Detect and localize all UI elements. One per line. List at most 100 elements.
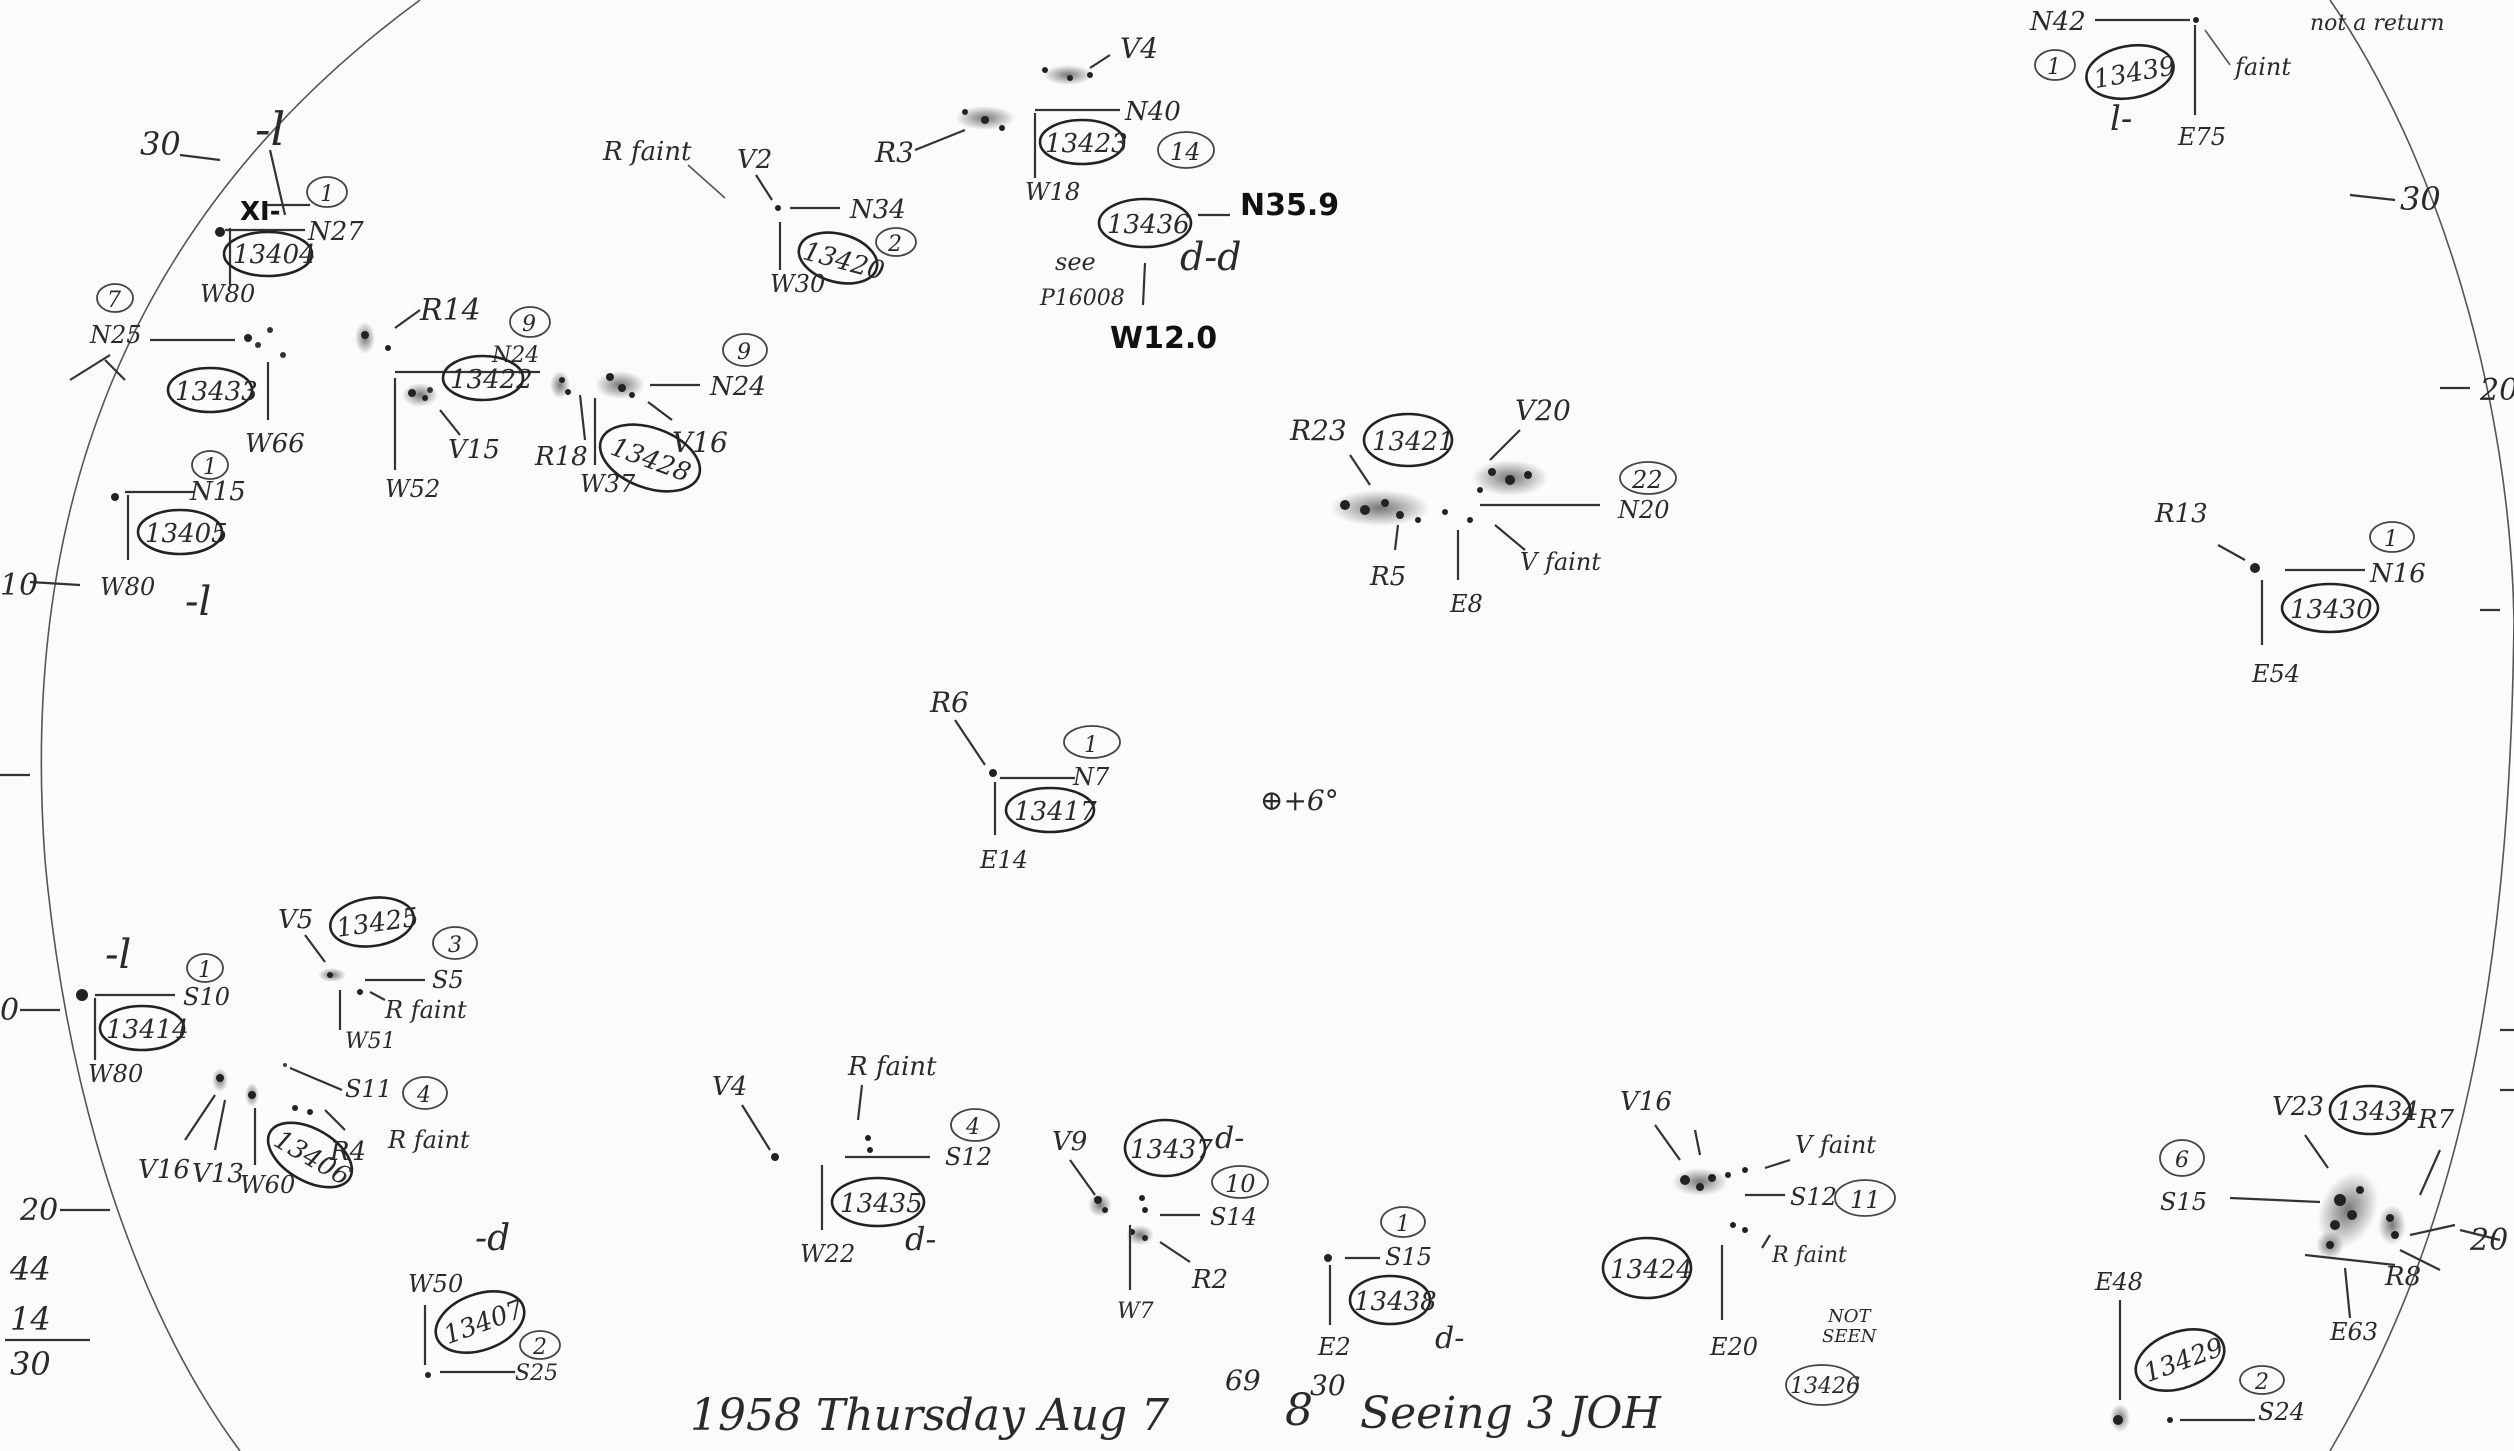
group-number: 13434 [2336, 1097, 2419, 1127]
v-label: V15 [448, 435, 500, 465]
group-number: 13405 [145, 519, 228, 549]
rim-label-e20-bottom: 20 [2469, 1223, 2508, 1258]
type-label: d- [1215, 1121, 1244, 1156]
group-13424: V16 V faint S12 11 R faint 13424 E20 [1601, 1087, 1896, 1361]
longitude: E14 [979, 846, 1028, 874]
rim-label-w0: 0 [0, 993, 19, 1028]
group-13430: R13 1 N16 13430 E54 [2154, 499, 2426, 688]
group-13428: 9 N24 R18 V16 13428 W37 [534, 333, 768, 498]
r-label: R23 [1289, 414, 1347, 447]
r-label: R faint [847, 1052, 937, 1082]
longitude: W12.0 [1110, 321, 1217, 356]
v-label: V9 [1052, 1127, 1087, 1157]
not-seen-2: SEEN [1822, 1326, 1878, 1347]
group-number: 13421 [1372, 427, 1455, 457]
longitude: W51 [345, 1029, 396, 1054]
v-label: V23 [2272, 1092, 2324, 1122]
longitude: W66 [245, 429, 305, 459]
group-number: 13438 [1354, 1287, 1437, 1317]
group-number: 13424 [1610, 1255, 1693, 1285]
note: faint [2233, 53, 2291, 81]
longitude: W80 [100, 573, 155, 601]
footer-date: 1958 Thursday Aug 7 [690, 1390, 1169, 1441]
group-13407: -d W50 13407 2 S25 [408, 1218, 561, 1386]
solar-limb-left [40, 0, 421, 1451]
latitude: S15 [1385, 1243, 1432, 1271]
group-13429: E48 13429 2 S24 [2094, 1268, 2305, 1432]
count: 2 [532, 1335, 547, 1360]
latitude: S12 [945, 1143, 992, 1171]
count: 2 [887, 232, 902, 257]
v-label: V16 [138, 1155, 190, 1185]
latitude: N24 [709, 372, 766, 402]
r2-label: R5 [1369, 562, 1406, 592]
v-label: V2 [737, 145, 772, 175]
latitude: N42 [2029, 7, 2086, 37]
longitude: W50 [408, 1270, 463, 1298]
group-number: 13430 [2290, 595, 2373, 625]
r-label: R faint [1771, 1243, 1847, 1268]
count: 10 [1225, 1170, 1256, 1198]
count: 1 [203, 455, 217, 480]
longitude: W7 [1117, 1299, 1154, 1324]
r-label: R faint [384, 996, 467, 1024]
r-label: R6 [929, 686, 969, 719]
count: 1 [1084, 733, 1098, 758]
v-label: V20 [1515, 394, 1571, 427]
longitude: W80 [88, 1060, 143, 1088]
group-number: 13425 [335, 903, 421, 944]
group-number: 13404 [233, 240, 316, 270]
group-13422: R14 9 N24 13422 V15 W52 [355, 293, 551, 503]
longitude: E54 [2251, 660, 2300, 688]
type-label: -l [255, 102, 285, 156]
footer-inscription: 1958 Thursday Aug 7 69 8 30 Seeing 3 JOH [690, 1364, 1662, 1441]
type-label: -l [185, 579, 211, 625]
r-label: R faint [602, 137, 692, 167]
not-seen-1: NOT [1827, 1306, 1873, 1327]
longitude: W18 [1025, 178, 1080, 206]
latitude: N25 [89, 321, 142, 349]
latitude: N7 [1072, 763, 1110, 791]
v-label: V16 [672, 426, 728, 459]
tally-b: 14 [10, 1300, 51, 1338]
group-13438: 1 S15 13438 d- E2 [1317, 1206, 1464, 1361]
group-13423: R3 V4 N40 13423 14 W18 [874, 32, 1215, 206]
longitude: E20 [1709, 1333, 1758, 1361]
group-13404: -l XI- 1 13404 N27 W80 [200, 102, 364, 308]
count: 11 [1850, 1186, 1881, 1214]
rim-label-ne30: 30 [2400, 180, 2441, 218]
count: 6 [2175, 1148, 2189, 1173]
group-13406: S11 4 V16 V13 W60 13406 R4 R faint [138, 1063, 470, 1199]
v-label: V4 [1120, 32, 1158, 65]
longitude: E8 [1449, 590, 1483, 618]
count: 1 [2047, 55, 2061, 80]
group-13414: -l 1 S10 13414 W80 [76, 932, 230, 1088]
count: 1 [320, 182, 334, 207]
latitude: S24 [2258, 1398, 2305, 1426]
longitude: E2 [1317, 1333, 1351, 1361]
r-label: R3 [874, 136, 914, 169]
latitude: N34 [849, 195, 906, 225]
latitude: S10 [183, 983, 230, 1011]
type-label: -l [105, 932, 131, 978]
not-a-return: not a return [2310, 11, 2445, 36]
longitude: E48 [2094, 1268, 2143, 1296]
type-label: l- [2110, 99, 2132, 139]
latitude: N27 [307, 217, 364, 247]
v2-label: V faint [1795, 1131, 1876, 1159]
latitude: S25 [515, 1361, 558, 1386]
group-number: 13439 [2091, 51, 2178, 95]
count: 1 [198, 958, 212, 983]
group-number: 13422 [450, 365, 533, 395]
r2-label: R8 [2384, 1262, 2421, 1292]
group-number: 13417 [1014, 797, 1097, 827]
count: 22 [1631, 466, 1663, 494]
rim-label-nw30: 30 [140, 125, 181, 163]
v2-label: V faint [1520, 548, 1601, 576]
group-13435: V4 R faint 4 S12 13435 d- W22 [712, 1052, 1000, 1268]
group-13433: 7 N25 13433 W66 [89, 283, 305, 459]
group-13437: 13437 d- V9 10 S14 R2 W7 [1052, 1118, 1269, 1324]
footer-time-sup2: 30 [1310, 1369, 1346, 1402]
